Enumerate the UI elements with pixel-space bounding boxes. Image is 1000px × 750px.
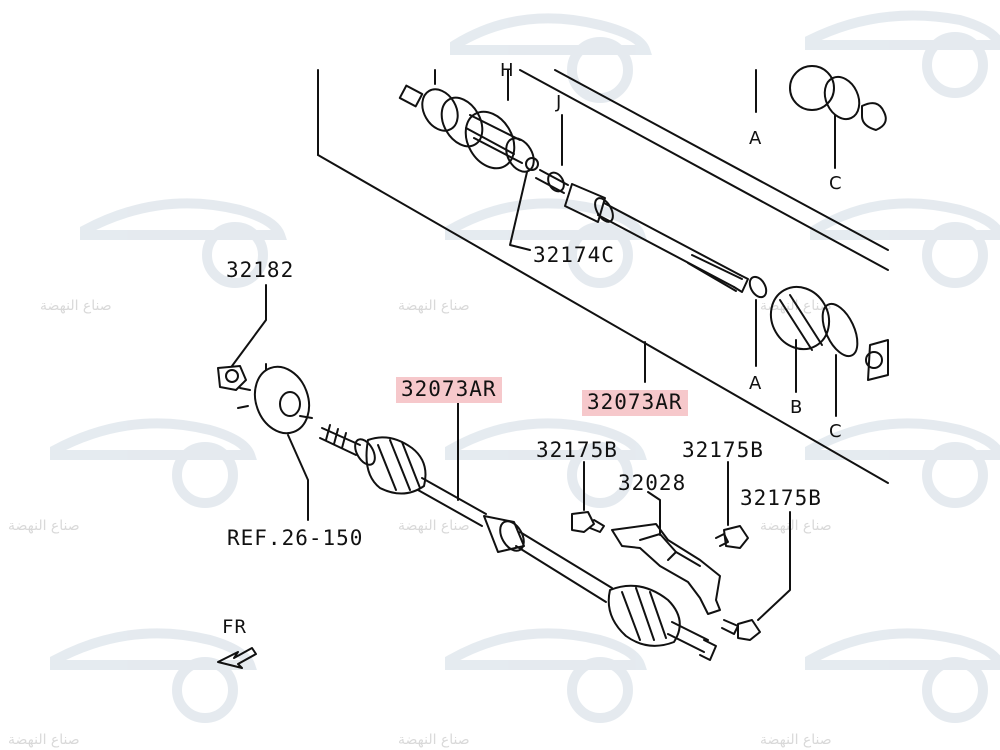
- part-label-32182[interactable]: 32182: [226, 258, 295, 282]
- callout-letter: H: [500, 60, 514, 81]
- part-label-32175b[interactable]: 32175B: [682, 438, 764, 462]
- upper-shaft-assembly: [398, 84, 749, 293]
- leader-line: [287, 434, 309, 521]
- watermark-car-icon: [805, 10, 1000, 98]
- watermark-text: صناع النهضة: [760, 298, 832, 314]
- front-arrow-icon: [217, 647, 257, 669]
- watermark-car-icon: [810, 198, 1000, 288]
- leader-line: [231, 284, 267, 367]
- watermark-text: صناع النهضة: [40, 298, 112, 314]
- reference-label[interactable]: REF.26-150: [227, 526, 364, 550]
- callout-letter: J: [556, 92, 562, 113]
- drive-shaft-32073ar: [319, 424, 717, 661]
- watermark-text: صناع النهضة: [760, 732, 832, 748]
- watermark-car-icon: [805, 628, 1000, 723]
- callout-letter: C: [829, 421, 842, 442]
- nut-32182: [217, 365, 247, 391]
- frame-line: [317, 154, 889, 484]
- leader-line: [509, 171, 531, 251]
- bolt-32175b: [715, 525, 749, 549]
- bracket-32028: [611, 523, 721, 615]
- callout-letter: B: [790, 397, 803, 418]
- part-label-32174c[interactable]: 32174C: [533, 243, 615, 267]
- wheel-hub-ref: [237, 363, 313, 435]
- callout-letter: C: [829, 173, 842, 194]
- watermark-text: صناع النهضة: [398, 518, 470, 534]
- watermark-car-icon: [80, 198, 287, 288]
- watermark-text: صناع النهضة: [8, 732, 80, 748]
- leader-line: [647, 491, 661, 536]
- upper-right-parts: [748, 65, 889, 381]
- frame-line: [519, 69, 889, 271]
- part-label-32175b[interactable]: 32175B: [536, 438, 618, 462]
- watermark-text: صناع النهضة: [398, 732, 470, 748]
- bolt-32175b: [721, 619, 761, 641]
- watermark-car-icon: [445, 418, 647, 508]
- callout-letter: A: [749, 373, 762, 394]
- front-direction-label: FR: [222, 616, 247, 638]
- part-label-32028[interactable]: 32028: [618, 471, 687, 495]
- watermark-text: صناع النهضة: [398, 298, 470, 314]
- callout-letter: A: [749, 128, 762, 149]
- watermark-car-icon: [450, 13, 652, 103]
- watermark-car-icon: [445, 198, 647, 288]
- part-label-32073ar-highlighted[interactable]: 32073AR: [582, 390, 688, 416]
- part-label-32073ar-highlighted[interactable]: 32073AR: [396, 377, 502, 403]
- watermark-text: صناع النهضة: [760, 518, 832, 534]
- leader-line: [757, 511, 791, 621]
- watermark-car-icon: [805, 418, 1000, 508]
- watermark-car-icon: [445, 628, 647, 723]
- watermark-text: صناع النهضة: [8, 518, 80, 534]
- part-label-32175b[interactable]: 32175B: [740, 486, 822, 510]
- frame-line: [554, 69, 889, 251]
- bolt-32175b: [571, 511, 605, 533]
- watermark-car-icon: [50, 418, 257, 508]
